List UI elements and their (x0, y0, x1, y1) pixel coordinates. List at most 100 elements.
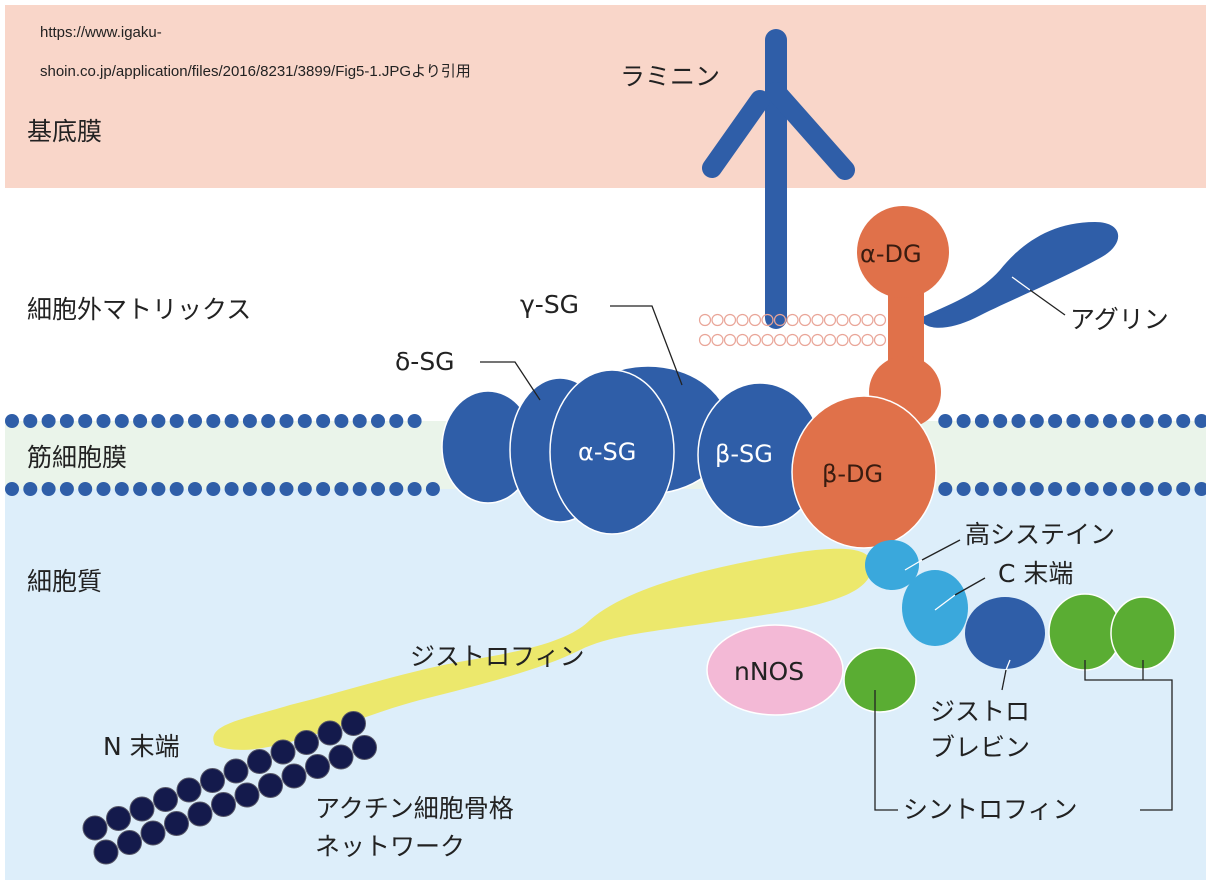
chain-link (798, 313, 812, 327)
lipid-head (1048, 482, 1063, 496)
agrin-leader-inner (1011, 276, 1031, 291)
chain-link (823, 333, 837, 347)
actin-monomer (187, 801, 213, 827)
lipid-head (114, 414, 129, 428)
label-c-terminus: C 末端 (998, 559, 1073, 588)
dystrobrevin-leader (1001, 669, 1007, 691)
actin-monomer (341, 711, 366, 736)
chain-link (711, 313, 724, 327)
chain-link (698, 333, 712, 347)
delta-sg-leader (480, 361, 541, 401)
label-dystrobrevin-1: ジストロ (930, 697, 1030, 726)
chain-link (723, 333, 737, 347)
chain-link (873, 313, 887, 327)
lipid-head (224, 414, 239, 428)
actin-monomer (223, 758, 249, 784)
lipid-head (1157, 482, 1172, 496)
lipid-head (352, 482, 367, 496)
actin-monomer (305, 754, 330, 779)
label-beta-dg: β-DG (822, 460, 883, 488)
actin-monomer (352, 735, 377, 760)
dystrophin-shape (213, 548, 872, 750)
lipid-head (188, 482, 202, 496)
label-actin-1: アクチン細胞骨格 (315, 794, 514, 823)
dbr-leader-inner (1005, 659, 1011, 671)
chain-link (723, 313, 737, 327)
lipid-head (1029, 482, 1044, 496)
chain-link (773, 313, 787, 327)
lipid-head (425, 482, 440, 496)
lipid-head (23, 414, 38, 428)
chain-link (711, 333, 724, 347)
lipid-head (1084, 414, 1099, 428)
label-nnos: nNOS (734, 657, 804, 686)
c-terminus-leader (954, 577, 986, 596)
lipid-head (41, 414, 56, 428)
chain-link (861, 313, 874, 327)
laminin-shape (702, 29, 855, 329)
lipid-head (316, 414, 331, 428)
actin-monomer (106, 806, 131, 831)
chain-link (798, 333, 812, 347)
lipid-head (956, 482, 971, 496)
basement-membrane-region (5, 5, 1206, 188)
label-cytoplasm: 細胞質 (27, 567, 102, 596)
nnos-shape (706, 624, 844, 716)
lipid-head (297, 482, 312, 496)
lipid-head (1029, 414, 1044, 428)
lipid-head (1194, 482, 1206, 496)
label-alpha-dg: α-DG (860, 240, 922, 268)
syntrophin-bracket-right (1084, 660, 1173, 811)
lipid-head (1066, 414, 1081, 428)
lipid-head (78, 482, 93, 496)
label-gamma-sg: γ-SG (520, 290, 579, 319)
lipid-head (1066, 482, 1081, 496)
actin-monomer (281, 763, 307, 789)
actin-monomer (93, 839, 119, 865)
lipid-head (371, 414, 385, 428)
lipid-head (5, 414, 19, 428)
lipid-head (1176, 414, 1191, 428)
agrin-shape (920, 222, 1119, 328)
label-dystrophin: ジストロフィン (410, 642, 585, 671)
lipid-head (1139, 482, 1154, 496)
lipid-head (151, 414, 166, 428)
label-dystrobrevin-2: ブレビン (930, 733, 1030, 762)
label-delta-sg: δ-SG (395, 347, 455, 376)
lipid-head (956, 414, 971, 428)
lipid-head (206, 482, 221, 496)
chain-link (748, 333, 762, 347)
actin-monomer (129, 796, 155, 822)
source-citation-line2: shoin.co.jp/application/files/2016/8231/… (40, 63, 471, 80)
lipid-head (5, 482, 19, 496)
chain-link (736, 333, 749, 347)
lipid-head (279, 414, 294, 428)
label-syntrophin: シントロフィン (903, 795, 1078, 824)
lipid-head (1121, 414, 1136, 428)
lipid-head (993, 482, 1008, 496)
lipid-head (242, 482, 257, 496)
chain-link (836, 333, 849, 347)
chain-link (861, 333, 874, 347)
lipid-head (1103, 414, 1117, 428)
membrane-lipid-row-inner (5, 482, 1206, 496)
label-basement-membrane: 基底膜 (27, 117, 102, 146)
chain-link (761, 313, 774, 327)
lipid-head (993, 414, 1008, 428)
actin-monomer (317, 720, 343, 746)
actin-monomer (247, 749, 272, 774)
syntrophin-bracket-left (874, 690, 898, 811)
chain-link (811, 313, 824, 327)
label-sarcolemma: 筋細胞膜 (27, 443, 127, 472)
gamma-sg-leader (610, 305, 683, 386)
matrix-chains (698, 313, 887, 347)
actin-monomer (164, 811, 189, 836)
actin-monomer (328, 744, 354, 770)
chain-link (848, 333, 862, 347)
lipid-head (1121, 482, 1136, 496)
lipid-head (938, 414, 953, 428)
chain-link (836, 313, 849, 327)
chain-link (786, 313, 799, 327)
lipid-head (1011, 482, 1026, 496)
syntrophin-shapes (843, 593, 1176, 713)
